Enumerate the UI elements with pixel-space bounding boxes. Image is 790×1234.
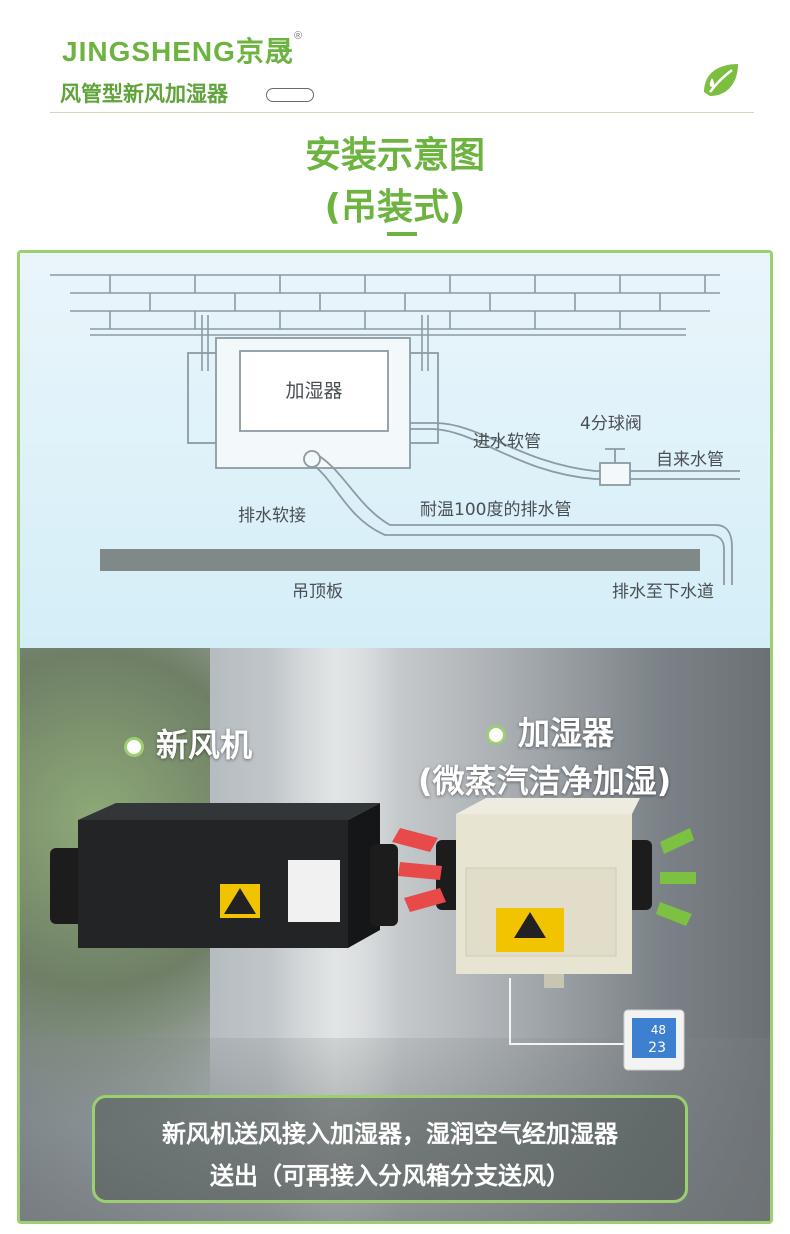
- brick-joints: [109, 275, 706, 329]
- registered-mark: ®: [293, 30, 304, 42]
- installation-diagram: 加湿器 4分球阀 进水软管 自来水管 排水软接 耐温100度的排水管 吊顶板 排…: [20, 253, 770, 648]
- caption-box: 新风机送风接入加湿器，湿润空气经加湿器 送出（可再接入分风箱分支送风）: [92, 1095, 688, 1203]
- page-subtitle: (吊装式): [324, 187, 466, 228]
- content-frame: 加湿器 4分球阀 进水软管 自来水管 排水软接 耐温100度的排水管 吊顶板 排…: [17, 250, 773, 1224]
- hanging-rods: [201, 315, 429, 371]
- humidifier-bullet-icon: [486, 725, 506, 745]
- diagram-humidifier-label: 加湿器: [285, 380, 342, 402]
- controller-temp: 23: [648, 1040, 666, 1056]
- humidifier-box: [187, 337, 439, 469]
- header-divider: [50, 112, 754, 113]
- diagram-drawing: 加湿器 4分球阀 进水软管 自来水管 排水软接 耐温100度的排水管 吊顶板 排…: [50, 274, 740, 602]
- brand-name: JINGSHENG京晟: [62, 36, 294, 67]
- controller-panel: 48 23: [623, 1009, 685, 1071]
- drain-hose-label: 排水软接: [238, 506, 306, 526]
- brand-logo: JINGSHENG京晟®: [62, 30, 303, 70]
- ball-valve-label: 4分球阀: [580, 414, 642, 434]
- brick-wall: [50, 274, 720, 336]
- controller-humidity: 48: [651, 1023, 666, 1037]
- fan-bullet-icon: [124, 737, 144, 757]
- drain-pipe: [303, 450, 733, 585]
- airflow-arrows: [392, 828, 696, 926]
- leaf-water-drop-icon: [704, 64, 738, 96]
- drain-pipe-label: 耐温100度的排水管: [420, 500, 571, 520]
- product-drawing: 48 23: [50, 798, 696, 1071]
- humidifier-label: 加湿器: [486, 708, 614, 754]
- inlet-hose: [410, 422, 740, 486]
- decorative-pill: [266, 88, 314, 102]
- product-name: 风管型新风加湿器: [60, 82, 228, 106]
- tap-water-label: 自来水管: [656, 450, 724, 470]
- page-title: 安装示意图: [304, 135, 485, 176]
- caption-line-1: 新风机送风接入加湿器，湿润空气经加湿器: [162, 1120, 618, 1148]
- humidifier-sublabel: (微蒸汽洁净加湿): [418, 762, 672, 800]
- fan-label: 新风机: [124, 720, 252, 766]
- fan-label-text: 新风机: [156, 726, 253, 764]
- humidifier-unit: [436, 798, 652, 988]
- sewer-label: 排水至下水道: [612, 582, 714, 602]
- fresh-air-unit: [50, 803, 398, 948]
- ceiling-label: 吊顶板: [292, 582, 343, 602]
- inlet-hose-label: 进水软管: [473, 432, 541, 452]
- ceiling-board: [100, 549, 700, 571]
- controller-cable: [509, 978, 624, 1045]
- humidifier-label-text: 加湿器: [518, 714, 615, 752]
- caption-line-2: 送出（可再接入分风箱分支送风）: [210, 1162, 570, 1190]
- title-underline: [387, 232, 417, 236]
